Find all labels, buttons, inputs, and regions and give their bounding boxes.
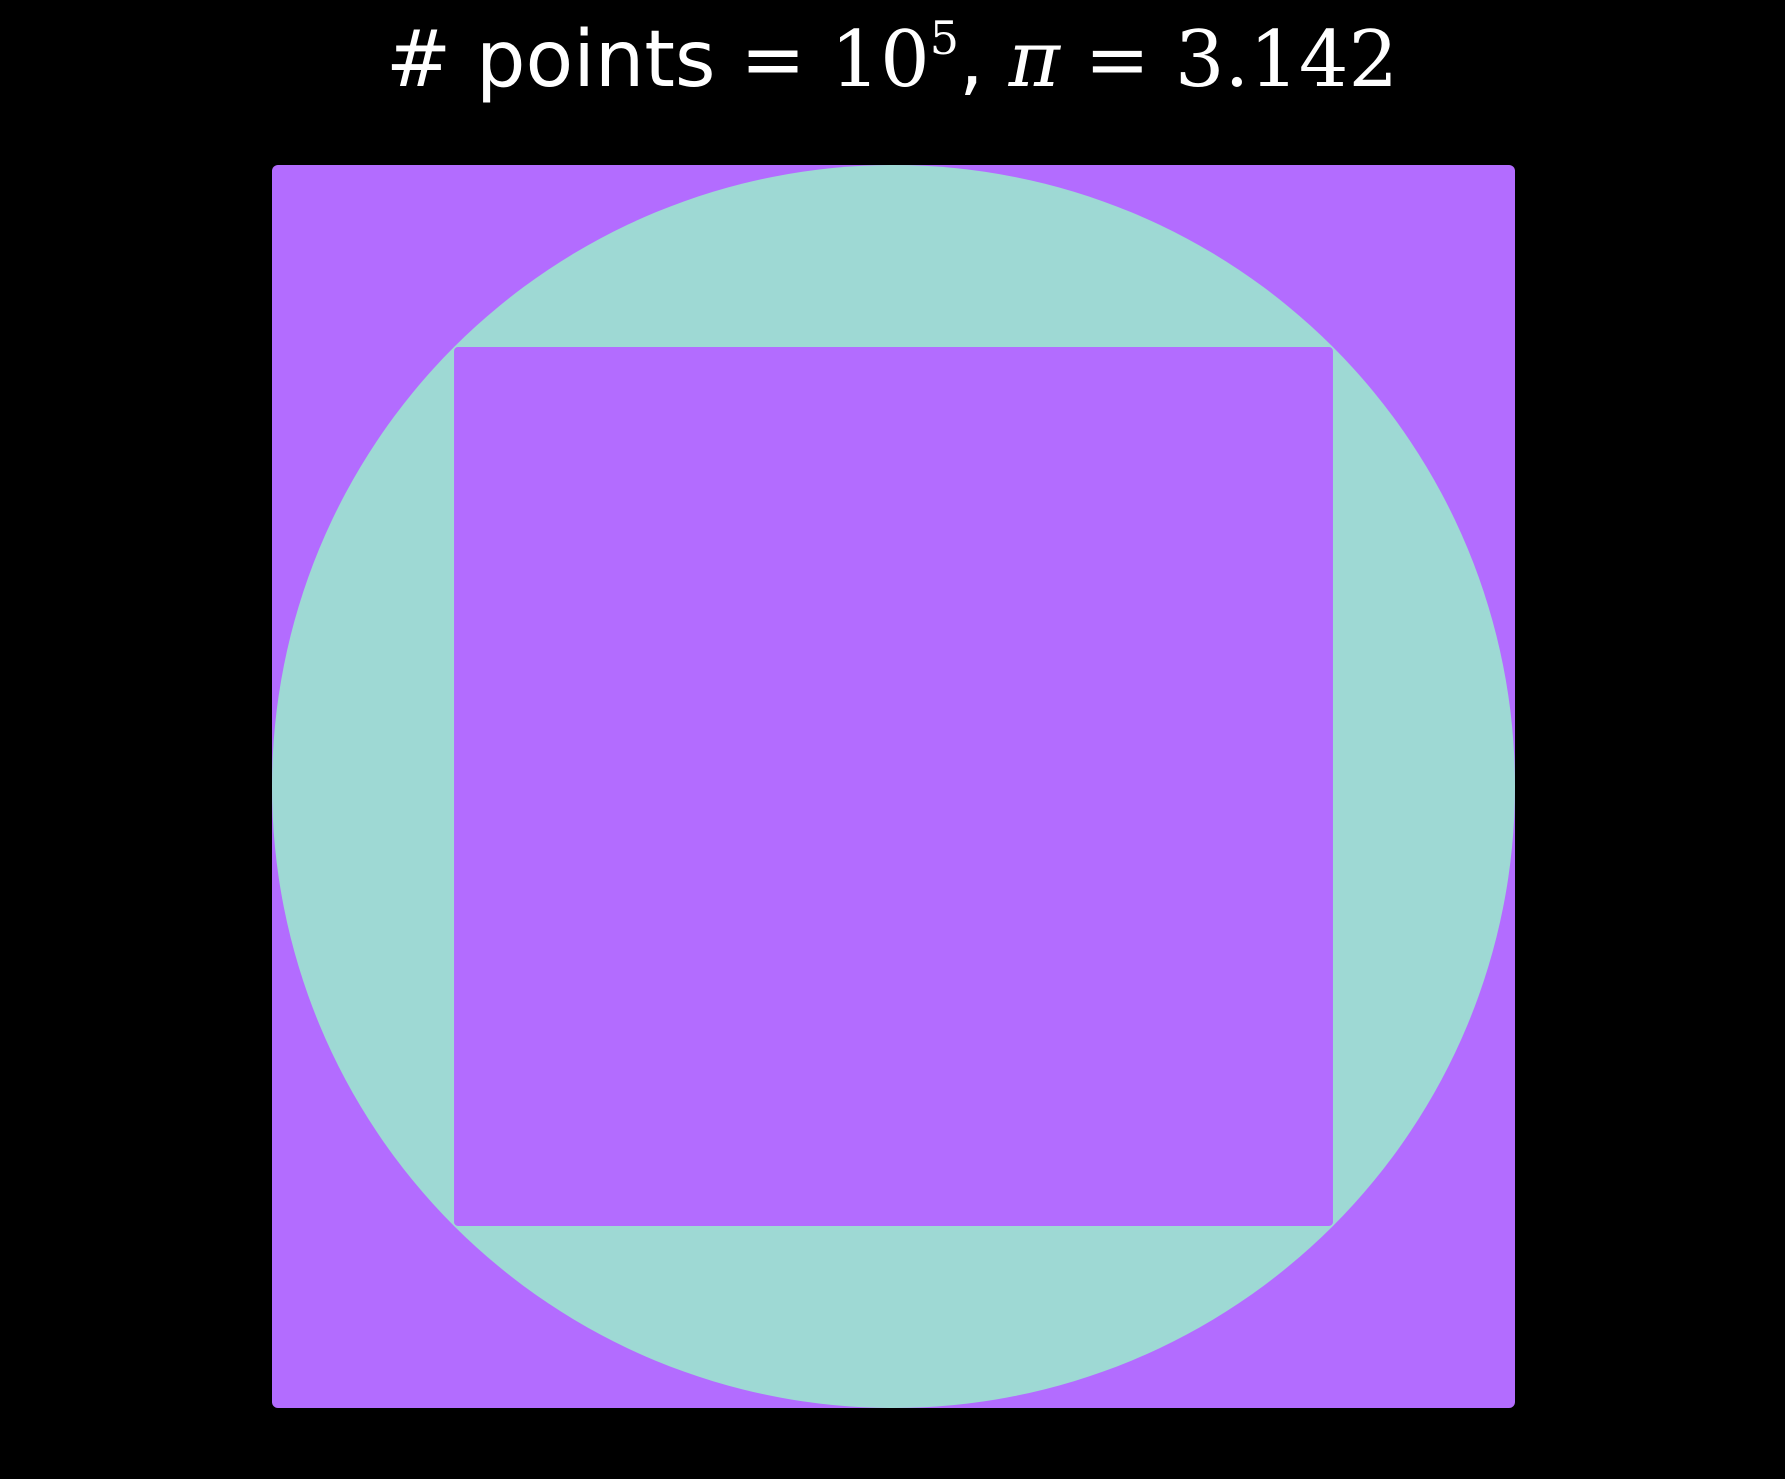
- title-exponent: 5: [930, 11, 959, 65]
- title-pi-symbol: π: [1008, 15, 1062, 105]
- inner-square-points: [454, 347, 1333, 1226]
- title-equals: =: [1060, 15, 1175, 105]
- title-base: 10: [830, 15, 929, 105]
- plot-area: [272, 165, 1515, 1408]
- title-value: 3.142: [1175, 15, 1398, 105]
- chart-title: # points = 105, π = 3.142: [386, 11, 1398, 105]
- title-prefix: # points =: [386, 15, 831, 105]
- title-separator: ,: [959, 15, 1009, 105]
